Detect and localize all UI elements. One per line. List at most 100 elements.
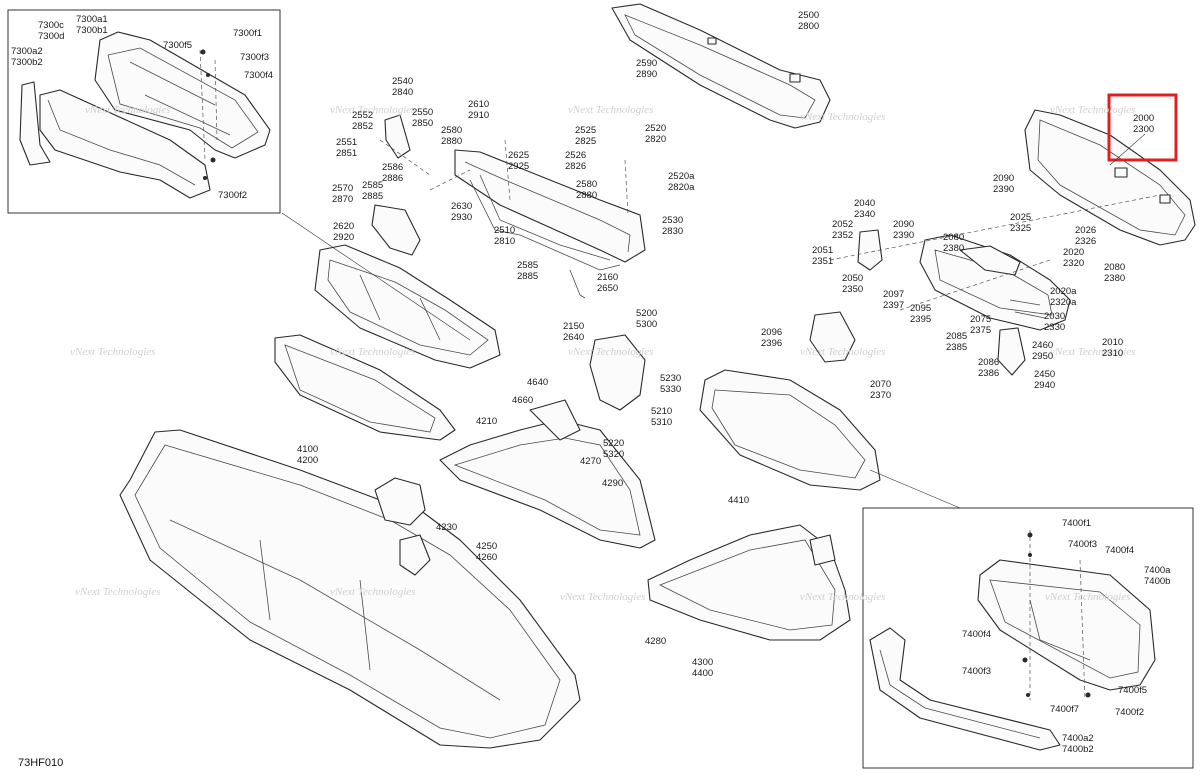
callout: 7400f4 (962, 629, 991, 640)
callout: 2520 (645, 123, 666, 134)
callout: 2551 (336, 137, 357, 148)
callout: 2350 (842, 284, 863, 295)
callout: 2625 (508, 150, 529, 161)
callout: 2370 (870, 390, 891, 401)
callout: 2580 (576, 179, 597, 190)
callout: 2920 (333, 232, 354, 243)
callout: 2540 (392, 76, 413, 87)
callout: 7300d (38, 31, 64, 42)
callout: 2075 (970, 314, 991, 325)
callout: 2352 (832, 230, 853, 241)
callout: 2150 (563, 321, 584, 332)
callout: 2870 (332, 194, 353, 205)
callout: 5210 (651, 406, 672, 417)
callout: 2586 (382, 162, 403, 173)
callout: 2500 (798, 10, 819, 21)
callout: 7400f5 (1118, 685, 1147, 696)
callout: 2886 (382, 173, 403, 184)
callout: 2570 (332, 183, 353, 194)
watermark: vNext Technologies (568, 104, 653, 116)
callout: 2830 (662, 226, 683, 237)
callout: 4230 (436, 522, 457, 533)
callout: 2526 (565, 150, 586, 161)
callout: 2380 (1104, 273, 1125, 284)
assembly-lines (281, 139, 1161, 509)
callout: 2910 (468, 110, 489, 121)
callout: 7400f4 (1105, 545, 1134, 556)
callout: 2640 (563, 332, 584, 343)
diagram-code: 73HF010 (18, 757, 63, 769)
panel-2500 (611, 3, 831, 129)
callout: 7300b2 (11, 57, 43, 68)
callout: 2880 (441, 136, 462, 147)
callout: 2525 (575, 125, 596, 136)
watermark: vNext Technologies (70, 346, 155, 358)
brackets (371, 114, 1046, 411)
door-frame-left (314, 244, 501, 369)
callout: 2020a (1050, 286, 1077, 297)
callout: 2810 (494, 236, 515, 247)
floor-pan-4300 (647, 524, 851, 641)
callout: 2160 (597, 272, 618, 283)
callout: 2097 (883, 289, 904, 300)
callout: 2390 (993, 184, 1014, 195)
door-frame-right (699, 369, 881, 491)
callout: 4280 (645, 636, 666, 647)
callout: 2890 (636, 69, 657, 80)
callout: 2940 (1034, 380, 1055, 391)
callout: 4200 (297, 455, 318, 466)
callout: 2090 (893, 219, 914, 230)
watermark: vNext Technologies (568, 346, 653, 358)
callout: 5310 (651, 417, 672, 428)
callout: 4410 (728, 495, 749, 506)
callout: 4290 (602, 478, 623, 489)
watermark: vNext Technologies (560, 591, 645, 603)
callout: 2320 (1063, 258, 1084, 269)
callout: 7300c (38, 20, 64, 31)
callout: 2020 (1063, 247, 1084, 258)
callout: 7400b2 (1062, 744, 1094, 755)
callout: 2030 (1044, 311, 1065, 322)
callout: 5200 (636, 308, 657, 319)
watermark: vNext Technologies (330, 346, 415, 358)
watermark: vNext Technologies (800, 591, 885, 603)
callout-2000: 2000 (1133, 113, 1154, 124)
callout: 2385 (946, 342, 967, 353)
callout: 2820 (645, 134, 666, 145)
callout: 2040 (854, 198, 875, 209)
callout: 2026 (1075, 225, 1096, 236)
callout: 2330 (1044, 322, 1065, 333)
callout: 2052 (832, 219, 853, 230)
callout: 4250 (476, 541, 497, 552)
callout: 5320 (603, 449, 624, 460)
callout: 7300f3 (240, 52, 269, 63)
callout: 2840 (392, 87, 413, 98)
callout: 7300f5 (163, 40, 192, 51)
callout: 2530 (662, 215, 683, 226)
callout: 4260 (476, 552, 497, 563)
callout: 5300 (636, 319, 657, 330)
frame-2080 (919, 234, 1071, 331)
callout: 2086 (978, 357, 999, 368)
callout: 7300a1 (76, 14, 108, 25)
callout: 2585 (362, 180, 383, 191)
floor-pan-4250 (439, 399, 656, 549)
callout: 2925 (508, 161, 529, 172)
callout: 4270 (580, 456, 601, 467)
callout: 2580 (441, 125, 462, 136)
callout: 2550 (412, 107, 433, 118)
callout: 2050 (842, 273, 863, 284)
callout: 2080 (943, 232, 964, 243)
callout: 2825 (575, 136, 596, 147)
callout: 7400f2 (1115, 707, 1144, 718)
highlight-box (1107, 93, 1178, 162)
callout: 2510 (494, 225, 515, 236)
callout: 5220 (603, 438, 624, 449)
callout: 2351 (812, 256, 833, 267)
callout: 2025 (1010, 212, 1031, 223)
callout: 2880 (576, 190, 597, 201)
callout: 7400a2 (1062, 733, 1094, 744)
callout: 2397 (883, 300, 904, 311)
watermark: vNext Technologies (800, 111, 885, 123)
